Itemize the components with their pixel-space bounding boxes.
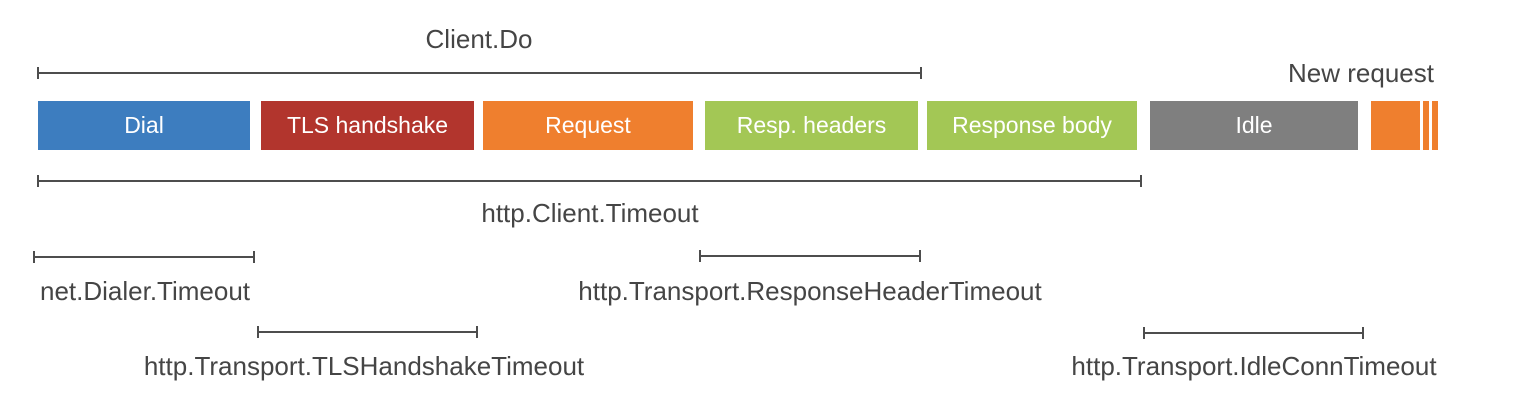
timeline-segment-new-request-stripe [1423,101,1429,150]
tls-handshake-timeout-bracket [257,326,478,338]
timeline-segment-dial: Dial [38,101,250,150]
new-request-label: New request [1288,58,1434,88]
idle-conn-timeout-bracket [1143,327,1364,339]
timeline-segment-new-request-stripe [1432,101,1438,150]
timeline-segment-response-headers: Resp. headers [705,101,918,150]
http-client-timeout-bracket [37,175,1142,187]
client-do-bracket [37,67,922,79]
timeline-segment-idle: Idle [1150,101,1358,150]
net-dialer-timeout-bracket [33,251,255,263]
timeline-segment-request: Request [483,101,693,150]
idle-conn-timeout-label: http.Transport.IdleConnTimeout [1071,351,1437,381]
tls-handshake-timeout-label: http.Transport.TLSHandshakeTimeout [143,351,585,381]
client-do-label: Client.Do [425,24,533,54]
response-header-timeout-bracket [699,250,921,262]
response-header-timeout-label: http.Transport.ResponseHeaderTimeout [578,276,1042,306]
timeline-segment-tls-handshake: TLS handshake [261,101,474,150]
timeline-segment-new-request-block [1371,101,1420,150]
timeline-segment-response-body: Response body [927,101,1137,150]
http-client-timeout-label: http.Client.Timeout [481,198,699,228]
net-dialer-timeout-label: net.Dialer.Timeout [39,276,251,306]
